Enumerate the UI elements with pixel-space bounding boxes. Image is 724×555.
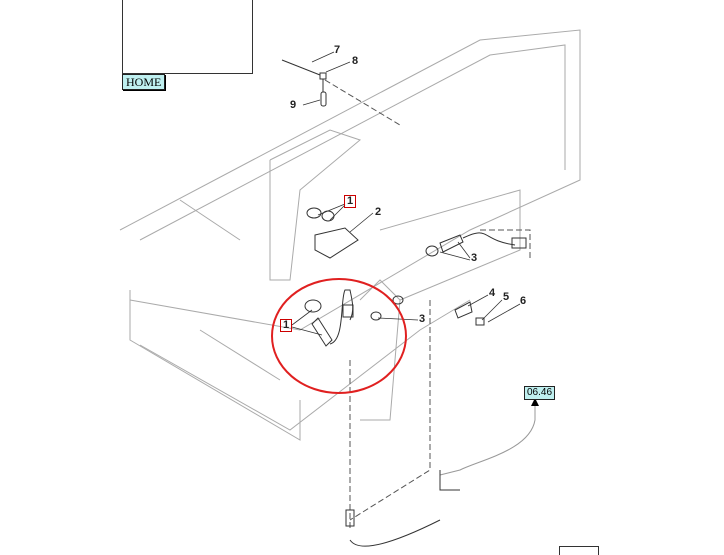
callout-1[interactable]: 1 (344, 195, 357, 208)
callout-9[interactable]: 9 (290, 99, 297, 111)
callout-1-highlighted[interactable]: 1 (280, 319, 293, 332)
corner-box (559, 546, 599, 555)
frame-outline (119, 29, 581, 331)
home-link[interactable]: HOME (122, 74, 166, 90)
callout-6[interactable]: 6 (520, 295, 527, 307)
callout-3[interactable]: 3 (471, 252, 478, 264)
callout-4[interactable]: 4 (489, 287, 496, 299)
callout-8[interactable]: 8 (352, 55, 359, 67)
arrow-icon (531, 398, 539, 406)
callout-5[interactable]: 5 (503, 291, 510, 303)
callout-2[interactable]: 2 (375, 206, 382, 218)
callout-3-lower[interactable]: 3 (419, 313, 426, 325)
callout-7[interactable]: 7 (334, 44, 341, 56)
highlight-circle (271, 278, 407, 394)
thumbnail-frame (122, 0, 253, 74)
page-ref-link[interactable]: 06.46 (524, 386, 556, 400)
